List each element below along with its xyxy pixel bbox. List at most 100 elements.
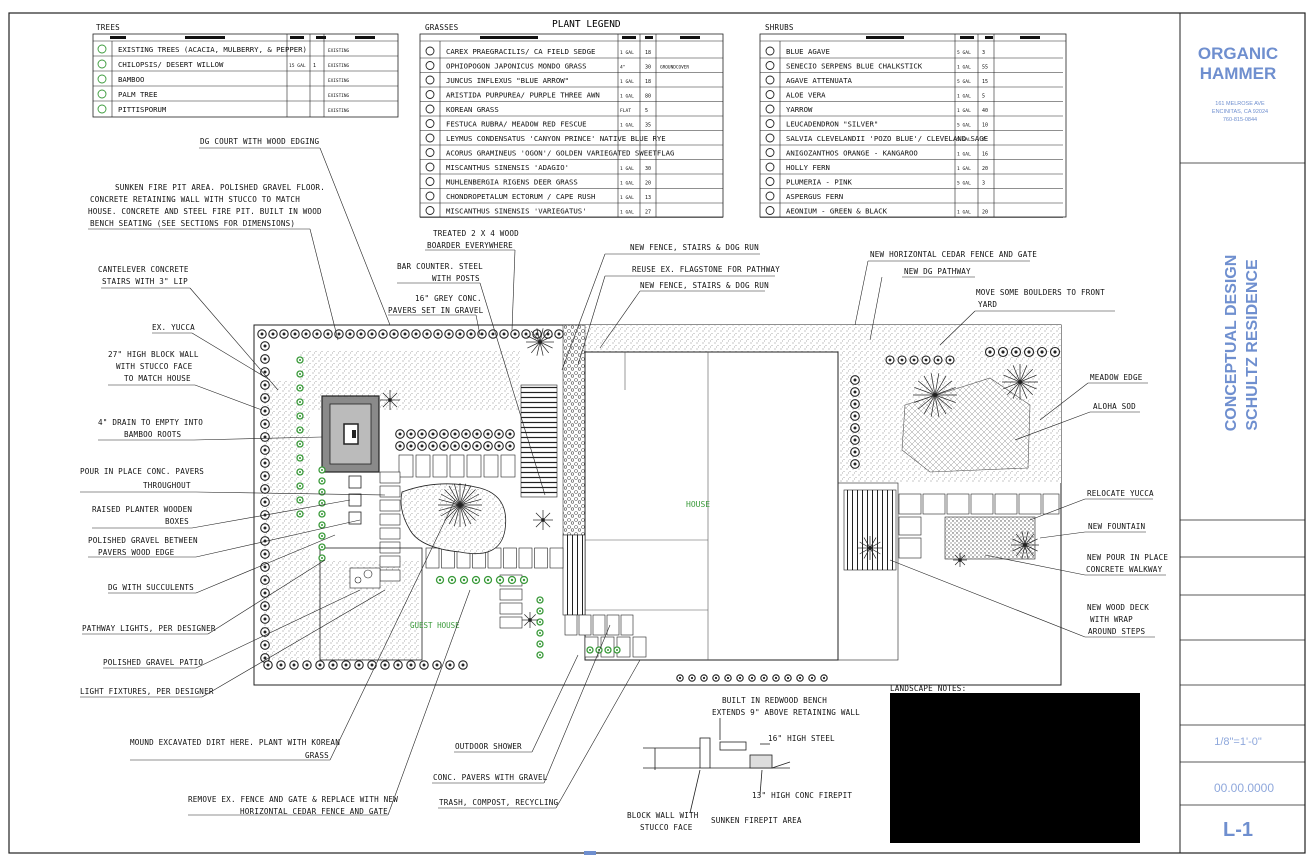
legend-plant-note: EXISTING [328, 63, 350, 69]
callout-boulders-2: YARD [978, 300, 997, 309]
legend-plant-name: SALVIA CLEVELANDII 'POZO BLUE'/ CLEVELAN… [786, 134, 988, 143]
callout-dg-court: DG COURT WITH WOOD EDGING [200, 137, 320, 146]
legend-plant-size: 1 GAL [620, 94, 634, 100]
legend-symbol-icon [425, 133, 435, 143]
legend-symbol-icon [425, 206, 435, 215]
callout-polished-patio: POLISHED GRAVEL PATIO [103, 658, 203, 667]
legend-symbol-icon [97, 104, 107, 114]
legend-plant-name: LEYMUS CONDENSATUS 'CANYON PRINCE' NATIV… [446, 134, 666, 143]
legend-plant-size: 1 GAL [620, 50, 634, 56]
legend-plant-name: BAMBOO [118, 75, 144, 84]
sheet-number: L-1 [1223, 819, 1253, 841]
legend-plant-size: 1 GAL [957, 166, 971, 172]
legend-plant-qty: 10 [982, 123, 988, 129]
legend-plant-size: 5 GAL [957, 50, 971, 56]
callout-light-fixtures: LIGHT FIXTURES, PER DESIGNER [80, 687, 214, 696]
legend-plant-size: 1 GAL [620, 123, 634, 129]
legend-plant-name: YARROW [786, 105, 813, 114]
legend-plant-name: FESTUCA RUBRA/ MEADOW RED FESCUE [446, 120, 587, 129]
legend-plant-qty: 20 [645, 181, 651, 187]
legend-plant-name: ALOE VERA [786, 91, 826, 100]
legend-symbol-icon [765, 90, 775, 99]
callout-leaders [80, 147, 1166, 816]
company-address-2: ENCINITAS, CA 92024 [1212, 109, 1268, 115]
legend-title: PLANT LEGEND [552, 19, 621, 30]
legend-symbol-icon [425, 148, 435, 157]
legend-plant-name: PLUMERIA - PINK [786, 178, 853, 187]
plant-legend: PLANT LEGEND TREES EXISTING TREES (ACACI… [92, 19, 1067, 218]
legend-symbol-icon [425, 61, 435, 70]
legend-plant-size: 5 GAL [957, 79, 971, 85]
callout-reuse-flagstone: REUSE EX. FLAGSTONE FOR PATHWAY [632, 265, 780, 274]
callout-ex-yucca: EX. YUCCA [152, 323, 195, 332]
legend-plant-qty: 30 [645, 65, 651, 71]
legend-plant-note: EXISTING [328, 48, 350, 54]
legend-plant-name: ARISTIDA PURPUREA/ PURPLE THREE AWN [446, 91, 600, 100]
legend-symbol-icon [425, 104, 435, 114]
callout-block-wall-2: WITH STUCCO FACE [116, 362, 193, 371]
callout-high-firepit: 13" HIGH CONC FIREPIT [752, 791, 852, 800]
legend-plant-size: 5 GAL [957, 123, 971, 129]
legend-plant-name: MISCANTHUS SINENSIS 'VARIEGATUS' [446, 207, 587, 216]
legend-plant-qty: 55 [982, 65, 988, 71]
callout-remove-fence-1: REMOVE EX. FENCE AND GATE & REPLACE WITH… [188, 795, 398, 804]
callout-dg-pathway: NEW DG PATHWAY [904, 267, 971, 276]
house-footprint [584, 351, 839, 661]
callout-pathway-lights: PATHWAY LIGHTS, PER DESIGNER [82, 624, 216, 633]
callout-treated-1: TREATED 2 X 4 WOOD [433, 229, 519, 238]
legend-plant-qty: 35 [645, 123, 651, 129]
legend-plant-qty: 3 [982, 181, 985, 187]
grasses-header: GRASSES [425, 23, 459, 32]
legend-symbol-icon [765, 148, 775, 157]
callout-remove-fence-2: HORIZONTAL CEDAR FENCE AND GATE [240, 807, 388, 816]
callout-pour-pavers-2: THROUGHOUT [143, 481, 191, 490]
company-name-line-1: ORGANIC [1198, 44, 1278, 63]
legend-plant-qty: 1 [313, 63, 316, 69]
project-title-line-1: CONCEPTUAL DESIGN [1223, 255, 1240, 432]
legend-plant-size: FLAT [620, 108, 631, 114]
callout-new-fence-1: NEW FENCE, STAIRS & DOG RUN [630, 243, 759, 252]
callout-raised-planter-2: BOXES [165, 517, 189, 526]
legend-symbol-icon [765, 206, 775, 215]
callout-new-fence-2: NEW FENCE, STAIRS & DOG RUN [640, 281, 769, 290]
callout-drain-1: 4" DRAIN TO EMPTY INTO [98, 418, 203, 427]
callout-trash: TRASH, COMPOST, RECYCLING [439, 798, 559, 807]
callout-new-deck-3: AROUND STEPS [1088, 627, 1145, 636]
legend-plant-size: 1 GAL [620, 181, 634, 187]
legend-symbol-icon [425, 75, 435, 85]
callout-block-stucco-1: BLOCK WALL WITH [627, 811, 699, 820]
legend-plant-name: MISCANTHUS SINENSIS 'ADAGIO' [446, 163, 569, 172]
legend-plant-size: 5 GAL [957, 181, 971, 187]
callout-new-fountain: NEW FOUNTAIN [1088, 522, 1145, 531]
legend-plant-name: JUNCUS INFLEXUS "BLUE ARROW" [446, 76, 569, 85]
legend-plant-size: 1 GAL [620, 79, 634, 85]
legend-plant-qty: 7 [982, 137, 985, 143]
legend-symbol-icon [765, 133, 775, 143]
callout-drain-2: BAMBOO ROOTS [124, 430, 181, 439]
legend-plant-size: 1 GAL [620, 195, 634, 201]
callout-meadow-edge: MEADOW EDGE [1090, 373, 1143, 382]
legend-symbol-icon [425, 90, 435, 99]
legend-plant-name: EXISTING TREES (ACACIA, MULBERRY, & PEPP… [118, 45, 307, 54]
legend-plant-qty: 18 [645, 79, 651, 85]
callout-mound-1: MOUND EXCAVATED DIRT HERE. PLANT WITH KO… [130, 738, 340, 747]
wood-deck [520, 384, 558, 498]
callout-dg-succulents: DG WITH SUCCULENTS [108, 583, 194, 592]
legend-plant-qty: 5 [645, 108, 648, 114]
legend-plant-qty: 5 [982, 94, 985, 100]
legend-plant-name: AEONIUM - GREEN & BLACK [786, 207, 888, 216]
callout-grey-pavers-2: PAVERS SET IN GRAVEL [388, 306, 484, 315]
title-block-frame [1179, 12, 1306, 854]
company-phone: 760-815-0844 [1223, 117, 1257, 123]
landscape-notes-title: LANDSCAPE NOTES: [890, 684, 966, 693]
drawing-date: 00.00.0000 [1214, 781, 1274, 795]
callout-treated-2: BOARDER EVERYWHERE [427, 241, 513, 250]
legend-plant-size: 1 GAL [957, 152, 971, 158]
callout-relocate-yucca: RELOCATE YUCCA [1087, 489, 1154, 498]
legend-plant-qty: 13 [645, 195, 651, 201]
legend-plant-size: 1 GAL [957, 108, 971, 114]
legend-plant-size: 1 GAL [620, 210, 634, 216]
callout-high-steel: 16" HIGH STEEL [768, 734, 835, 743]
legend-plant-name: CHILOPSIS/ DESERT WILLOW [118, 60, 224, 69]
